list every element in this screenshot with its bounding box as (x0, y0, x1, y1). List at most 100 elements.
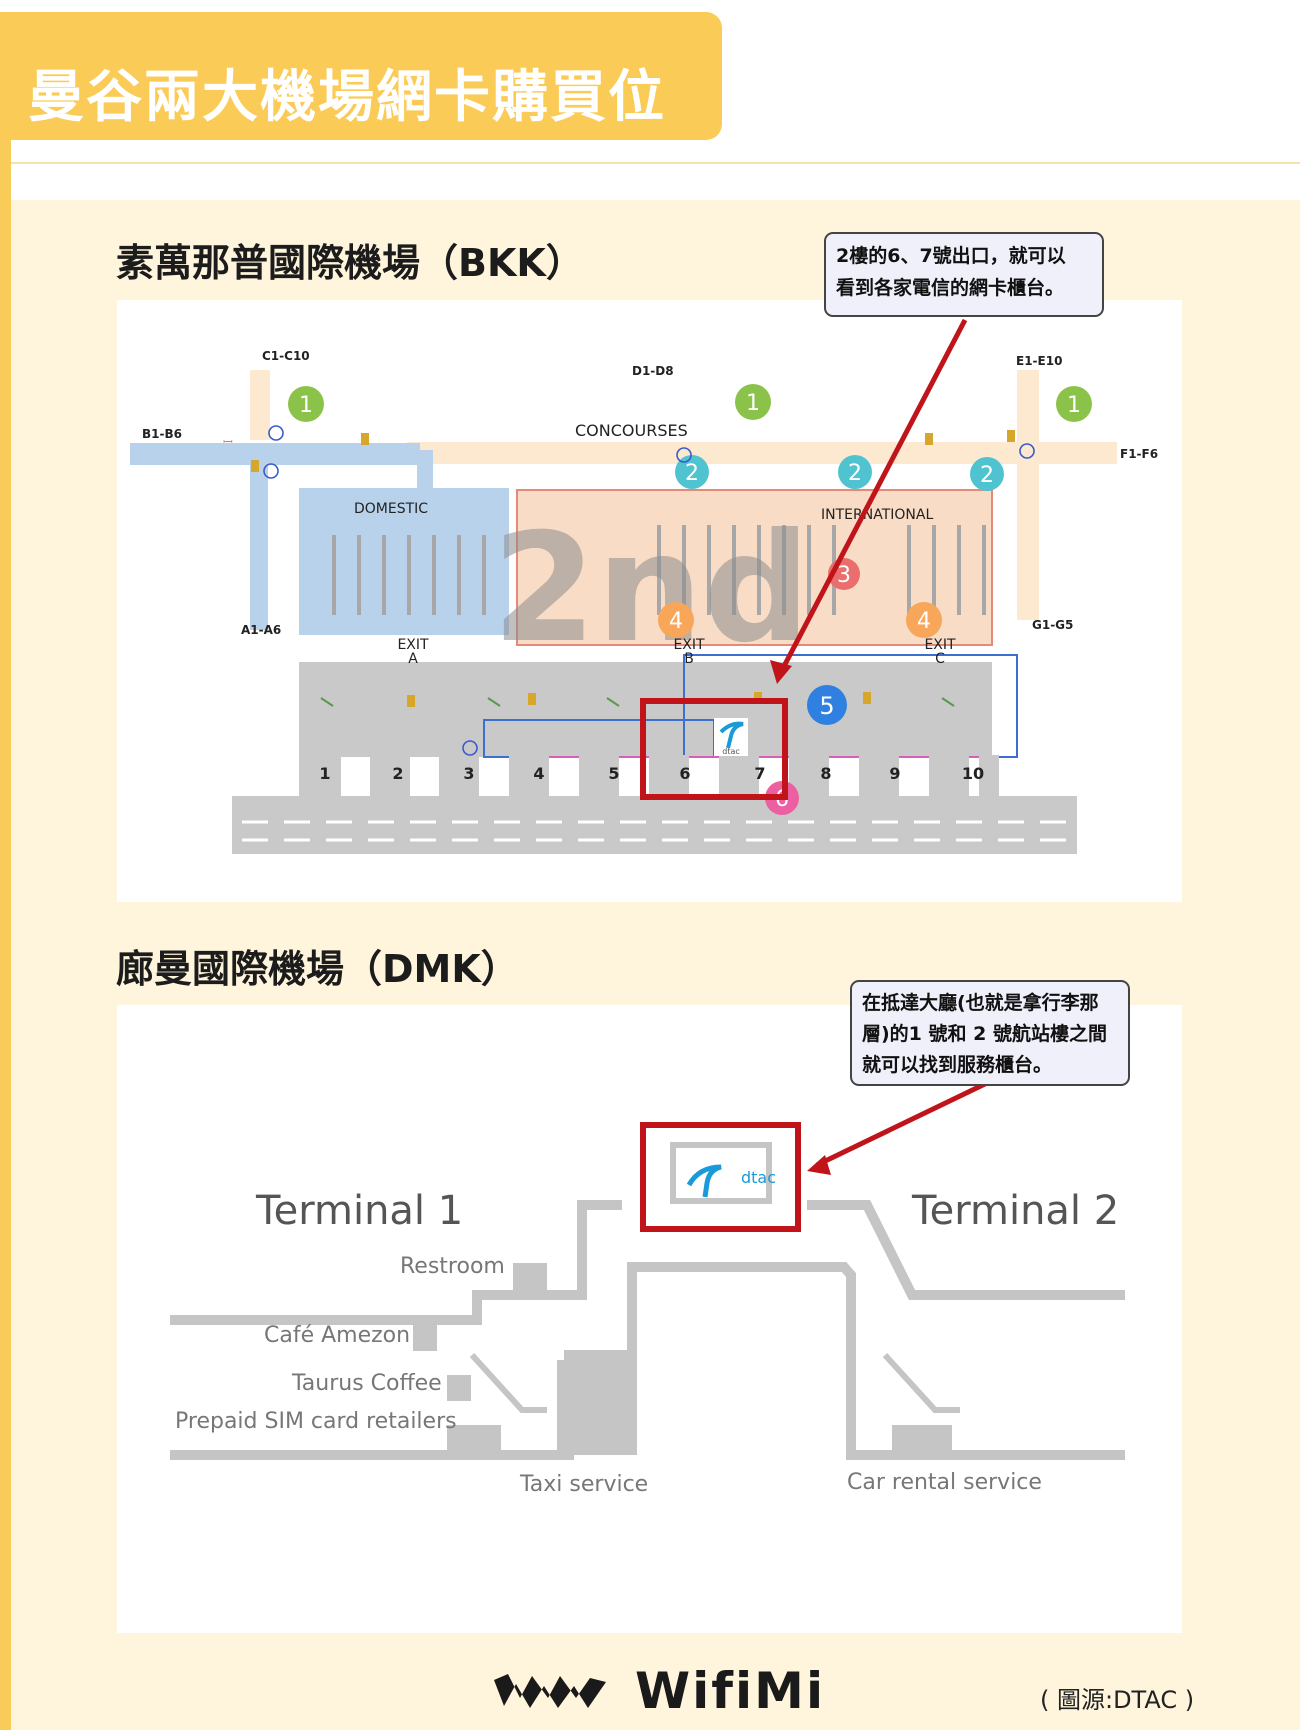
info-icon (263, 463, 279, 479)
exit-c-letter: C (935, 651, 945, 667)
concourse-c-arm (250, 370, 270, 440)
marker-4 (658, 602, 694, 638)
exit-a-word: EXIT (397, 637, 429, 653)
international-label: INTERNATIONAL (821, 507, 933, 523)
sim-block (447, 1425, 501, 1453)
car-block (892, 1425, 952, 1453)
callout-line: 層)的1 號和 2 號航站樓之間 (862, 1023, 1107, 1045)
escalator-icon (606, 697, 620, 707)
door-number: 5 (608, 764, 619, 783)
concourses-label: CONCOURSES (575, 421, 688, 440)
prepaid-sim-label: Prepaid SIM card retailers (175, 1409, 457, 1434)
image-source: ( 圖源:DTAC ) (1040, 1686, 1195, 1714)
left-accent-bar (0, 130, 11, 1730)
taurus-label: Taurus Coffee (291, 1371, 442, 1396)
dtac-logo-text: dtac (741, 1168, 776, 1187)
arrow-line (778, 318, 968, 674)
terminal-2-label: Terminal 2 (911, 1188, 1119, 1234)
marker-circle (970, 457, 1004, 491)
dtac-icon (719, 721, 744, 749)
highlight-box (640, 698, 788, 800)
exit-a-letter: A (408, 651, 418, 667)
title-tab: 曼谷兩大機場網卡購買位置 (0, 12, 722, 211)
highlight-box (640, 1122, 801, 1232)
bkk-callout: 2樓的6、7號出口，就可以 看到各家電信的網卡櫃台。 (824, 232, 1104, 317)
door-number: 4 (533, 764, 544, 783)
marker-circle (1056, 386, 1092, 422)
info-icon (462, 740, 478, 756)
elevator-icon (925, 433, 933, 445)
dtac-counter: dtac (670, 1142, 776, 1204)
gate-label-d: D1-D8 (632, 364, 674, 378)
domestic-arm (250, 460, 268, 630)
marker-label: 1 (1067, 393, 1081, 418)
arrow-head (807, 1155, 831, 1175)
door-number: 1 (319, 764, 330, 783)
dtac-icon (686, 1164, 722, 1198)
marker-2-group: 2 2 2 (675, 455, 1004, 491)
callout-line: 就可以找到服務櫃台。 (862, 1054, 1053, 1076)
arrow-line (815, 1080, 989, 1168)
concourse-bar (407, 442, 1117, 464)
marker-circle (675, 455, 709, 489)
gate-label-c: C1-C10 (262, 349, 310, 363)
elevator-icon (528, 693, 536, 705)
door-number: 10 (962, 764, 984, 783)
marker-label: 3 (837, 563, 851, 588)
elevator-icon (863, 692, 871, 704)
door-number: 8 (820, 764, 831, 783)
elevator-icon (407, 695, 415, 707)
restroom-label: Restroom (400, 1254, 505, 1279)
domestic-corridor (130, 443, 420, 465)
restroom-icon: ꟷ (223, 435, 233, 449)
marker-label: 1 (746, 391, 760, 416)
gate-label-b: B1-B6 (142, 427, 182, 441)
gate-label-a: A1-A6 (241, 623, 281, 637)
taxi-label: Taxi service (519, 1472, 648, 1497)
callout-line: 2樓的6、7號出口，就可以 (836, 245, 1066, 267)
marker-label: 4 (917, 609, 931, 634)
gate-label-f: F1-F6 (1120, 447, 1158, 461)
escalator-icon (469, 1352, 547, 1413)
escalator-icon (320, 697, 334, 707)
dmk-map-card: dtac Terminal 1 Terminal 2 Restroom Café… (117, 1005, 1182, 1633)
callout-line: 在抵達大廳(也就是拿行李那 (862, 992, 1099, 1014)
domestic-link (417, 450, 433, 490)
info-icon (1019, 443, 1035, 459)
marker-label: 2 (848, 461, 862, 486)
dmk-title: 廊曼國際機場（DMK） (116, 947, 519, 991)
marker-4 (906, 602, 942, 638)
door-number: 2 (392, 764, 403, 783)
door-number: 3 (463, 764, 474, 783)
marker-label: 2 (685, 461, 699, 486)
marker-circle (735, 384, 771, 420)
bkk-title: 素萬那普國際機場（BKK） (116, 241, 584, 285)
marker-label: 5 (819, 692, 834, 720)
elevator-icon (1007, 430, 1015, 442)
escalator-icon (487, 697, 501, 707)
gate-label-e: E1-E10 (1016, 354, 1062, 368)
elevator-icon (361, 433, 369, 445)
door-number: 7 (754, 764, 765, 783)
bkk-floor-map: 2nd C1-C10 D1-D8 E1-E10 B1-B6 F1-F6 A1-A… (130, 318, 1158, 854)
road (232, 796, 1077, 854)
marker-circle (838, 455, 872, 489)
taxi-block (557, 1360, 637, 1455)
restroom-block (513, 1263, 547, 1295)
marker-1-group: 1 1 1 (288, 384, 1092, 422)
wifimi-logo-icon (494, 1674, 606, 1708)
marker-label: 1 (299, 393, 313, 418)
escalator-icon (882, 1352, 960, 1413)
dtac-logo: dtac (714, 718, 748, 756)
callout-line: 看到各家電信的網卡櫃台。 (836, 277, 1065, 299)
door-number: 9 (889, 764, 900, 783)
info-icon (268, 425, 284, 441)
domestic-label: DOMESTIC (354, 501, 428, 517)
terminal-1-label: Terminal 1 (255, 1188, 463, 1234)
dtac-logo-text: dtac (722, 747, 740, 756)
door-number: 6 (679, 764, 690, 783)
floor-label: 2nd (492, 502, 811, 676)
arrow-head (770, 660, 792, 684)
concourse-f-arm (1017, 370, 1039, 620)
page-title: 曼谷兩大機場網卡購買位置 (28, 65, 666, 211)
